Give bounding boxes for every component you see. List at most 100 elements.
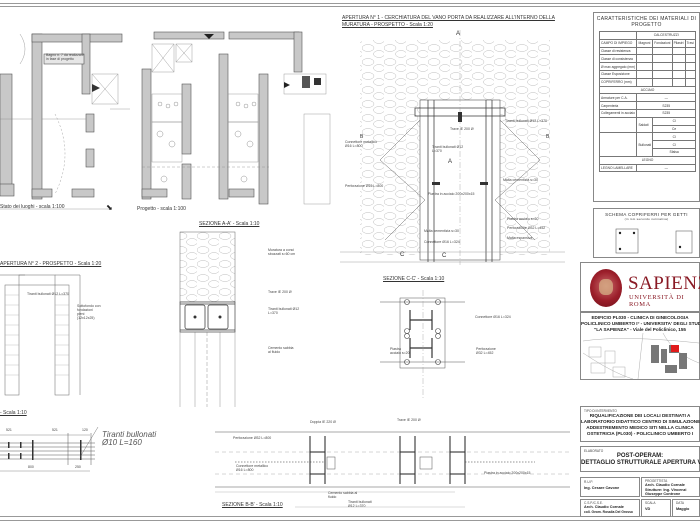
- group-legno: LEGNO: [599, 155, 696, 165]
- designer-cell: PROGETTISTA Arch. Claudio Cornale Strutt…: [641, 477, 700, 497]
- svg-text:B: B: [546, 134, 550, 140]
- intervention-line-2: LABORATORIO DIDATTICO CENTRO DI SIMULAZI…: [581, 419, 700, 424]
- opening2-note-sottofondo: Sottofondo con fondazioni pieni (12x12x2…: [77, 304, 101, 320]
- row-legno: LEGNO LAMELLARE: [598, 163, 638, 173]
- row-esposizione: Classe Esposizione: [598, 69, 638, 79]
- site-map: [582, 332, 700, 380]
- drawing-line-1: POST-OPERAM:: [616, 453, 664, 459]
- row-aggregato: Ø max aggregato (mm): [598, 62, 638, 71]
- col-pilastri: Pilastri: [671, 38, 686, 48]
- opening1-elevation-drawing: A A B B C C: [340, 30, 565, 265]
- drawing-line-2: DETTAGLIO STRUTTURALE APERTURA VANO: [581, 460, 700, 466]
- val-saldati-2: Ce: [652, 124, 696, 134]
- schema-subtitle: (in mm secondo normativa): [624, 217, 669, 221]
- designer-line-2: Strutture: Ing. Vincenzi: [645, 487, 687, 492]
- drawing-label: ELABORATO: [584, 449, 604, 453]
- university-logo-panel: SAPIENZA UNIVERSITÀ DI ROMA: [580, 262, 700, 312]
- building-line-2: POLICLINICO UMBERTO I° - UNIVERSITA' DEG…: [581, 321, 700, 326]
- intervention-label: TIPO DI INTERVENTO: [584, 409, 617, 413]
- bullonati-label: Bullonati: [636, 132, 654, 157]
- building-line-1: EDIFICIO PL030 - CLINICA DI GINECOLOGIA: [591, 315, 689, 320]
- val-saldati-1: Cl: [652, 116, 696, 126]
- opening1-title-line1: APERTURA N° 1 - CERCHIATURA DEL VANO POR…: [342, 15, 555, 21]
- building-location-panel: EDIFICIO PL030 - CLINICA DI GINECOLOGIA …: [580, 312, 700, 380]
- aa-note-calcestruzzo: Cemento sabbia al fluido: [268, 346, 294, 354]
- col-fondazioni: Fondazioni: [652, 38, 673, 48]
- opening1-title-line2: MURATURA - PROSPETTO - Scala 1:20: [342, 22, 433, 28]
- bb-note-doppia: Doppia IE 220 Ø: [310, 420, 336, 424]
- col-magroni: Magroni: [636, 38, 654, 48]
- opening1-note-perforazione-452: Perforazione Ø32 L=452: [507, 226, 546, 230]
- opening1-note-connettore-324: Connettore Ø16 L=324: [424, 240, 460, 244]
- schema-title: SCHEMA COPRIFERRI PER GETTI: [605, 212, 688, 217]
- section-dd-title: - Scala 1:10: [0, 410, 27, 416]
- bb-note-piastra: Piastra in acciaio 200x200x15: [484, 471, 531, 475]
- csp-line-1: Arch. Claudio Cornale: [584, 505, 624, 509]
- brand-name: SAPIENZA: [628, 273, 700, 294]
- site-highlight: [671, 345, 679, 352]
- row-collegamenti: Collegamenti in acciaio: [598, 108, 638, 118]
- north-arrow-icon: ⬊: [106, 203, 113, 212]
- dd-dim-1: 521: [6, 428, 12, 432]
- val-legno: —: [636, 163, 696, 173]
- opening1-note-trave: Trave IE 200 Ø: [450, 127, 474, 131]
- group-acciaio: ACCIAIO: [599, 85, 696, 95]
- floor-plan-project: [141, 31, 331, 205]
- project-plan-label: Progetto - scala 1:100: [137, 206, 186, 212]
- opening2-elevation-drawing: [0, 274, 81, 396]
- val-bullonati-1: Cl: [652, 132, 696, 142]
- materials-table: CALCESTRUZZI CAMPO DI IMPIEGO Magroni Fo…: [598, 31, 697, 173]
- schema-copriferri-panel: SCHEMA COPRIFERRI PER GETTI (in mm secon…: [593, 208, 700, 258]
- materials-title: CARATTERISTICHE DEI MATERIALI DI PROGETT…: [596, 16, 697, 28]
- sheet-bottom-border: [0, 516, 700, 521]
- val-bullonati-2: Cl: [652, 140, 696, 149]
- rup-label: R.U.P.: [584, 480, 593, 484]
- floor-plan-existing: [0, 33, 130, 210]
- building-line-3: "LA SAPIENZA" - Viale del Policlinico, 1…: [594, 327, 686, 332]
- csp-line-2: coll. Geom. Rosalia Del Grosso: [584, 509, 633, 514]
- existing-plan-label: Stato dei luoghi - scala 1:100: [0, 204, 65, 210]
- drawing-title-panel: ELABORATO POST-OPERAM: DETTAGLIO STRUTTU…: [580, 446, 700, 472]
- scale-cell: SCALA VD: [641, 499, 671, 517]
- val-carpenteria: S235: [636, 101, 696, 110]
- val-armature: —: [636, 93, 696, 103]
- col-campo: CAMPO DI IMPIEGO: [598, 38, 638, 48]
- designer-line-1: Arch. Claudio Cornale: [645, 483, 685, 487]
- date-cell: DATA Maggio: [672, 499, 700, 517]
- dd-dim-5: 250: [75, 465, 81, 469]
- svg-text:C: C: [442, 253, 447, 259]
- intervention-line-3: ADDESTREMENTO MEDICO SITI NELLA CLINICA: [586, 425, 694, 430]
- opening1-note-piastra: Piastra in acciaio 200x200x15: [428, 192, 475, 196]
- section-cc-drawing: [380, 290, 465, 400]
- rup-cell: R.U.P. Ing. Cesare Cavone: [580, 477, 640, 497]
- section-cc-title: SEZIONE C-C' - Scala 1:10: [383, 276, 445, 282]
- scale-label: SCALA: [645, 501, 656, 505]
- dd-dim-2: 521: [52, 428, 58, 432]
- date-label: DATA: [676, 501, 685, 505]
- brand-sub: UNIVERSITÀ DI ROMA: [629, 294, 685, 308]
- opening2-title: APERTURA N° 2 - PROSPETTO - Scala 1:20: [0, 261, 102, 267]
- opening1-note-tiranti-2: Tiranti bullonati Ø12 L=370: [432, 145, 464, 153]
- date-value: Maggio: [676, 507, 690, 511]
- row-armature: Armature per C.A.: [598, 93, 638, 103]
- opening1-note-tiranti: Tiranti bullonati Ø12 L=370: [505, 119, 547, 123]
- val-bullonati-3: Sfalsa: [652, 147, 696, 157]
- row-classe-resistenza: Classe di resistenza: [598, 46, 638, 56]
- bb-note-cemento: Cemento sabbia al fluido: [328, 491, 358, 499]
- sheet-top-border: [0, 3, 700, 7]
- materials-table-panel: CARATTERISTICHE DEI MATERIALI DI PROGETT…: [593, 12, 700, 202]
- svg-text:A: A: [456, 31, 460, 37]
- col-travi: Travi: [684, 38, 697, 48]
- bb-note-perforazione: Perforazione Ø32 L=800: [233, 436, 272, 440]
- section-bb-drawing: [215, 431, 570, 508]
- saldati-label: Saldati: [636, 116, 654, 134]
- csp-cell: C.S.P./C.S.E. Arch. Claudio Cornale coll…: [580, 499, 640, 517]
- intervention-line-4: OSTETRICIA (PL030) - POLICLINICO UMBERTO…: [586, 431, 694, 436]
- aa-note-trave: Trave IE 200 Ø: [268, 290, 292, 294]
- section-dd-drawing: [0, 426, 99, 472]
- row-copriferro: COPRIFERRO (mm): [598, 77, 638, 87]
- cc-note-perforazione: Perforazione Ø32 L=452: [476, 347, 496, 355]
- opening1-note-malta-esp: Malta espansiva: [507, 236, 533, 240]
- cc-note-connettore: Connettore Ø16 L=324: [475, 315, 511, 319]
- opening1-note-malta-cem: Malta cementizia s=30: [503, 178, 538, 182]
